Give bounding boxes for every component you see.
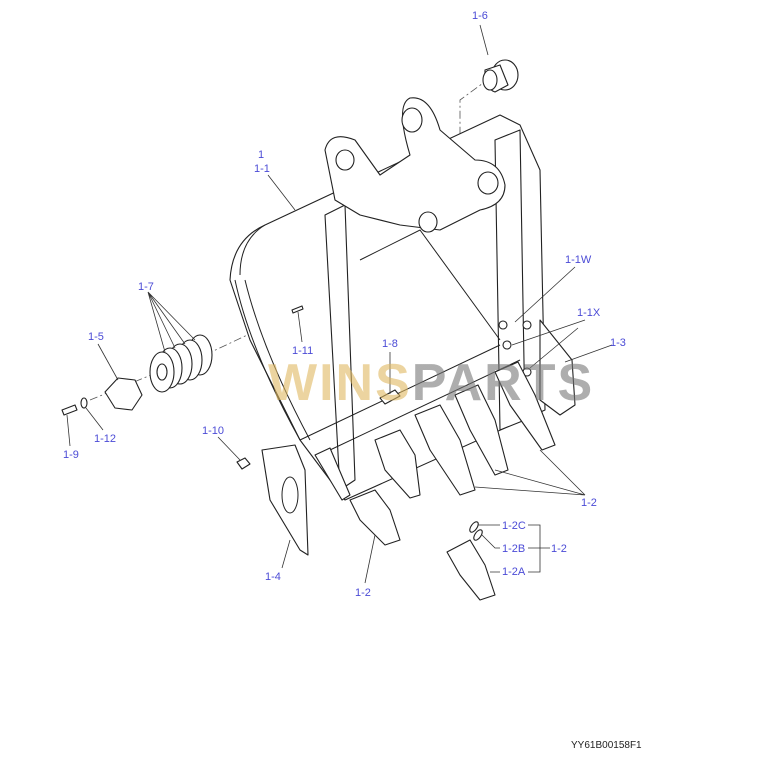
- part-1-3-side-cutter: [539, 319, 576, 416]
- drawing-code: YY61B00158F1: [571, 740, 642, 751]
- label-1-8: 1-8: [382, 338, 398, 350]
- label-1-7: 1-7: [138, 281, 154, 293]
- label-1-1w: 1-1W: [565, 254, 592, 266]
- label-1-2b: 1-2B: [502, 543, 525, 555]
- label-1-12: 1-12: [94, 433, 116, 445]
- label-1-2-right: 1-2: [581, 497, 597, 509]
- part-1-2-exploded-tooth: [446, 521, 496, 601]
- label-1-4: 1-4: [265, 571, 281, 583]
- part-1-2-teeth: [314, 361, 556, 546]
- label-1-2a: 1-2A: [502, 566, 526, 578]
- part-1-10-nut: [236, 457, 251, 470]
- part-1-11-pin: [291, 305, 304, 314]
- label-1-1x: 1-1X: [577, 307, 601, 319]
- label-1-1: 1-1: [254, 163, 270, 175]
- leader-lines: [66, 24, 613, 584]
- part-1-12-washer: [80, 397, 88, 409]
- label-1: 1: [258, 149, 264, 161]
- label-1-2-left: 1-2: [355, 587, 371, 599]
- part-1-5-retainer: [104, 377, 143, 411]
- label-1-2c: 1-2C: [502, 520, 526, 532]
- watermark: WINSPARTS: [268, 354, 594, 412]
- label-1-5: 1-5: [88, 331, 104, 343]
- part-1-4-side-cutter: [261, 444, 309, 556]
- label-1-11: 1-11: [292, 345, 313, 357]
- label-1-2-group: 1-2: [551, 543, 567, 555]
- part-1-9-bolt: [61, 404, 78, 416]
- label-1-9: 1-9: [63, 449, 79, 461]
- part-1-6-bushing: [482, 59, 519, 93]
- label-1-10: 1-10: [202, 425, 224, 437]
- label-1-6: 1-6: [472, 10, 488, 22]
- label-1-3: 1-3: [610, 337, 626, 349]
- part-1-7-shims: [149, 334, 213, 393]
